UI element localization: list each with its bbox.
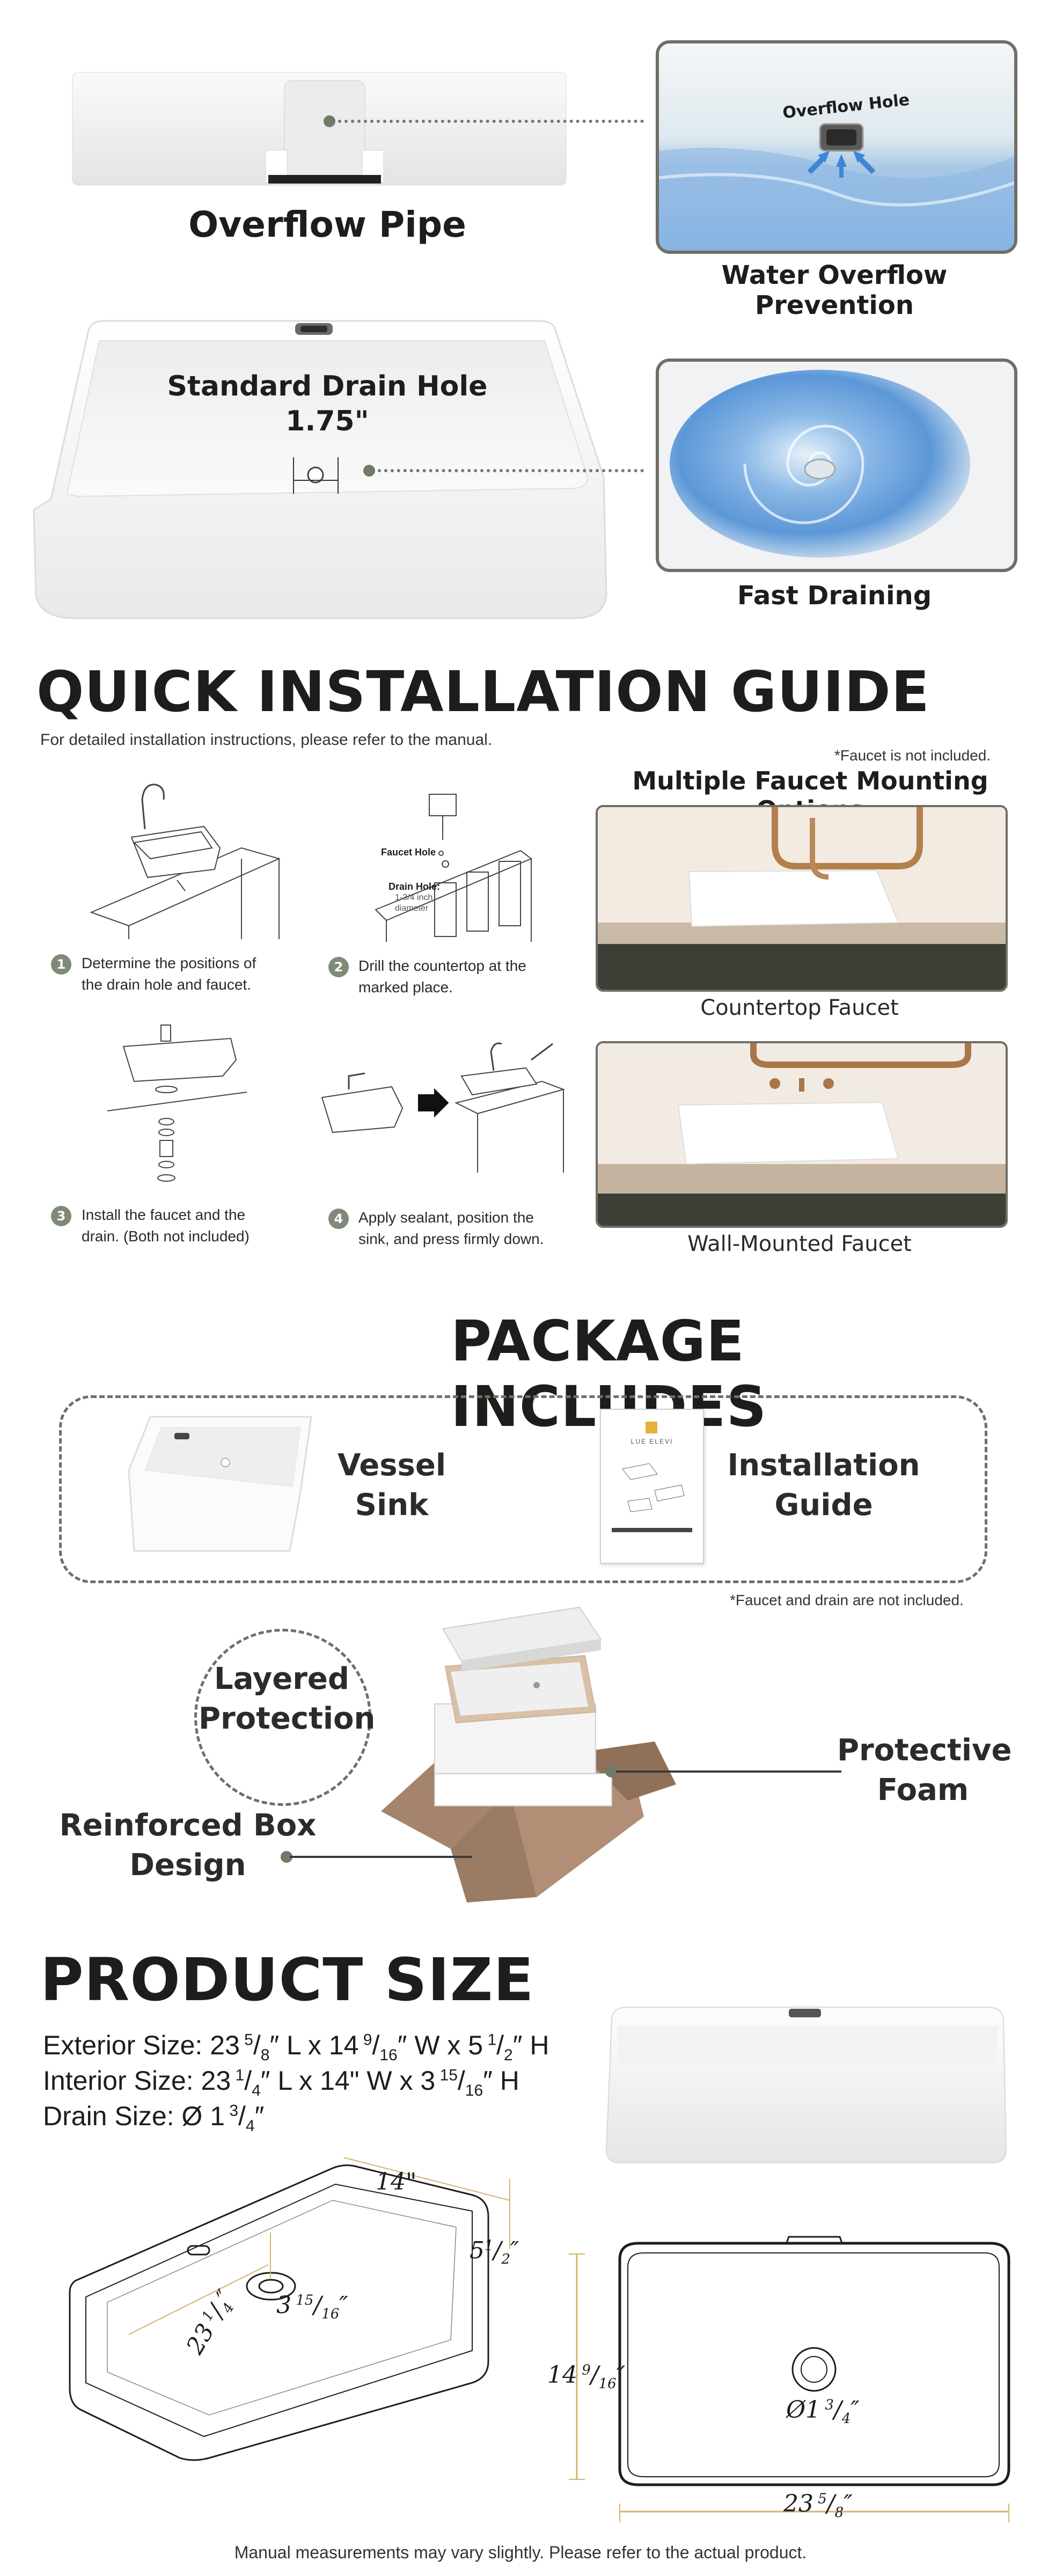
drain-size-label: Drain Size: Ø 1 [43,2101,225,2131]
fast-draining-caption: Fast Draining [737,581,932,611]
interior-size-label: Interior Size: 23 [43,2066,231,2096]
vessel-sink-label-line2: Sink [355,1488,429,1523]
protective-foam-marker [605,1766,617,1777]
step-4-diagram [321,1042,566,1173]
package-contents-box [59,1395,987,1583]
overflow-pipe-marker [324,115,335,127]
countertop-faucet-caption: Countertop Faucet [700,996,899,1020]
interior-size-height: H [500,2066,519,2096]
vessel-sink-label-line1: Vessel [337,1448,446,1483]
step-3-line1: Install the faucet and the [82,1206,246,1223]
drain-hole-connector [378,469,644,472]
diagram-faucet-hole-label: Faucet Hole [381,847,436,858]
fast-draining-photo [656,358,1017,572]
manual-title-bar [612,1528,692,1532]
top-length-23-5-8: 23 5/8″ [783,2490,853,2521]
sink-front-photo [605,2007,1007,2163]
installation-manual-thumbnail: LUE ELEVI [600,1409,704,1564]
exterior-size: Exterior Size: 23 5/8″ L x 14 9/16″ W x … [43,2030,549,2064]
exterior-size-width: W x 5 [414,2030,483,2060]
manual-logo-icon [646,1422,657,1433]
dim-width-14: 14" [376,2168,417,2196]
wall-mounted-faucet-caption: Wall-Mounted Faucet [687,1232,912,1256]
step-4-line2: sink, and press firmly down. [358,1231,544,1247]
drain-hole-title: Standard Drain Hole [167,370,488,402]
diagram-drain-unit-label: diameter [395,904,429,913]
drain-hole-marker [363,465,375,477]
installation-guide-label-line2: Guide [774,1488,873,1523]
exterior-size-label: Exterior Size: 23 [43,2030,240,2060]
countertop-faucet-photo [596,805,1008,992]
protective-box-illustration [381,1606,676,1902]
drain-size: Drain Size: Ø 1 3/4″ [43,2101,265,2135]
drain-hole-size: 1.75" [285,405,369,437]
sink-perspective-diagram [69,2157,510,2461]
installation-guide-label-line1: Installation [727,1448,920,1483]
step-2-line1: Drill the countertop at the [358,957,526,974]
top-drain-1-3-4: Ø1 3/4″ [786,2396,860,2427]
sink-top-view-diagram [569,2236,1010,2522]
overflow-hole-photo: Overflow Hole [656,40,1017,254]
dim-depth-3-15-16: 3 15/16″ [276,2292,348,2322]
step-1-number: 1 [51,954,71,975]
manual-brand: LUE ELEVI [631,1438,673,1445]
step-2-number: 2 [328,957,349,977]
step-3-line2: drain. (Both not included) [82,1228,250,1245]
step-3-diagram [107,1024,247,1182]
exterior-size-height: H [530,2030,549,2060]
overflow-pipe-label: Overflow Pipe [188,204,466,245]
step-1-diagram [90,784,281,939]
layered-protection-line2: Protection [199,1701,376,1736]
top-width-14-9-16: 14 9/16″ [547,2361,626,2392]
step-1-line1: Determine the positions of [82,955,256,971]
step-3-number: 3 [51,1206,71,1226]
reinforced-box-connector [290,1856,472,1858]
protective-foam-line2: Foam [877,1773,969,1807]
step-2-diagram [375,794,532,942]
measurement-footer: Manual measurements may vary slightly. P… [234,2543,807,2562]
overflow-pipe-connector [338,120,644,123]
wall-mounted-faucet-photo [596,1041,1008,1228]
package-not-included-note: *Faucet and drain are not included. [730,1592,964,1608]
reinforced-box-line1: Reinforced Box [59,1808,317,1843]
water-overflow-caption: Water Overflow Prevention [721,260,948,320]
step-2-line2: marked place. [358,979,453,996]
top-width-whole: 14 [547,2361,577,2389]
faucet-not-included-note: *Faucet is not included. [834,747,991,764]
diagram-drain-size-label: 1-3/4 inch [395,893,433,902]
protective-foam-line1: Protective [837,1733,1012,1768]
overflow-pipe-illustration [72,72,567,186]
reinforced-box-marker [281,1851,292,1863]
step-4-line1: Apply sealant, position the [358,1209,534,1226]
product-size-title: PRODUCT SIZE [40,1945,534,2014]
reinforced-box-line2: Design [129,1848,246,1883]
top-drain-whole: Ø1 [786,2396,821,2424]
step-4-number: 4 [328,1209,349,1229]
dim-height-whole: 5 [470,2237,485,2264]
layered-protection-line1: Layered [214,1662,349,1696]
installation-subtitle: For detailed installation instructions, … [40,731,493,749]
top-length-whole: 23 [783,2490,813,2518]
vessel-sink-illustration [33,320,607,619]
interior-size-length: L x 14" W x 3 [277,2066,436,2096]
installation-title: QUICK INSTALLATION GUIDE [36,659,930,724]
vessel-sink-thumbnail [128,1416,312,1552]
layered-protection-badge [194,1629,371,1806]
manual-sink-sketch [622,1463,685,1512]
exterior-size-length: L x 14 [287,2030,359,2060]
step-1-line2: the drain hole and faucet. [82,976,252,993]
interior-size: Interior Size: 23 1/4″ L x 14" W x 3 15/… [43,2066,519,2099]
protective-foam-connector [616,1770,841,1773]
diagram-drain-hole-label: Drain Hole: [388,881,441,892]
dim-depth-whole: 3 [276,2292,291,2319]
dim-height-5-1-2: 51/2″ [470,2237,519,2267]
